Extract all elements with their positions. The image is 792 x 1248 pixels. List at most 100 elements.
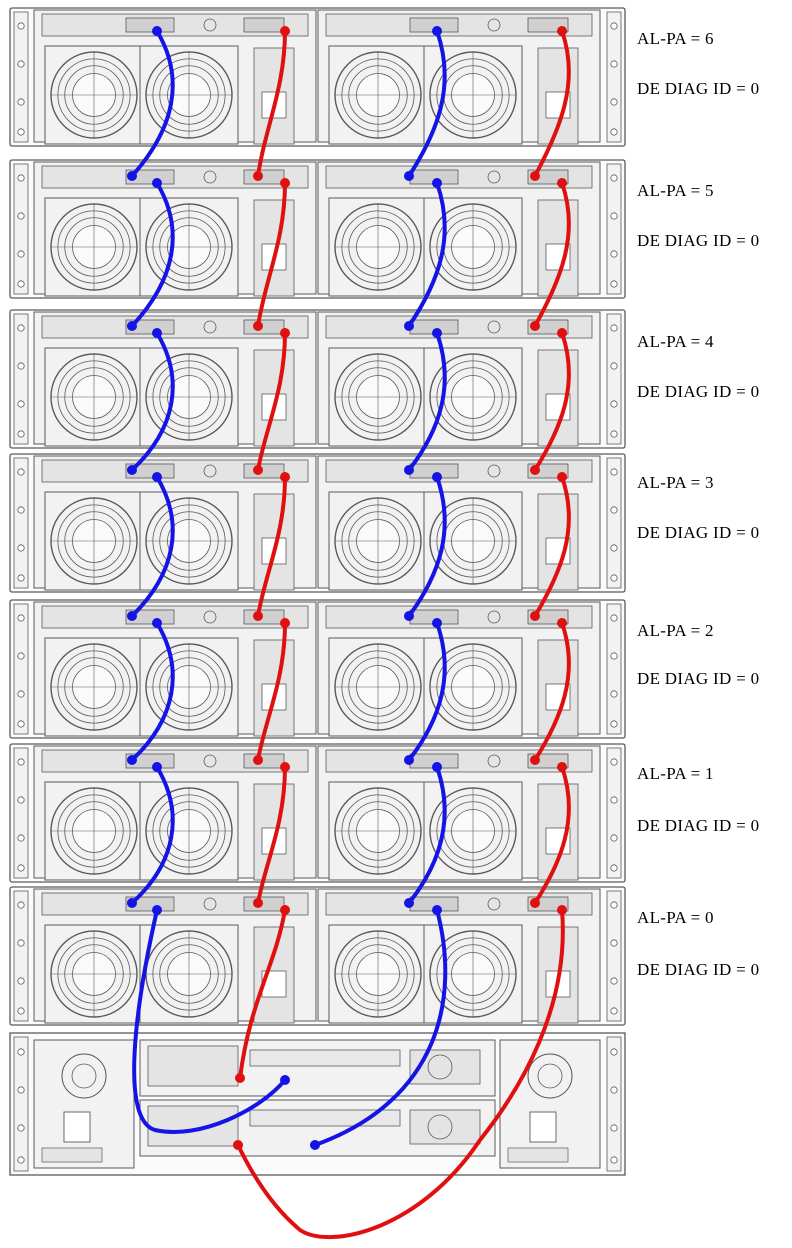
sfp-port-in (125, 17, 175, 33)
cable-end-blue (432, 26, 442, 36)
cable-end-red (280, 618, 290, 628)
sfp-port-in (125, 463, 175, 479)
cable-end-red (557, 618, 567, 628)
cable-red-to-controller-upper (238, 908, 287, 1080)
diag-id-label-3: DE DIAG ID = 0 (637, 523, 760, 542)
cable-end-red (280, 328, 290, 338)
cable-end-red (530, 171, 540, 181)
status-led-icon (203, 320, 217, 334)
status-led-icon (203, 610, 217, 624)
cable-end-red (530, 611, 540, 621)
status-led-icon (487, 610, 501, 624)
cable-end-blue (310, 1140, 320, 1150)
rack-ear-left (13, 163, 29, 295)
fan-left (44, 347, 144, 447)
rack-ear-left (13, 1036, 29, 1172)
cable-red-a-0 (256, 29, 287, 178)
sfp-port-out (243, 896, 285, 912)
sfp-port-in (125, 896, 175, 912)
cable-end-red (530, 898, 540, 908)
sfp-port-in (125, 169, 175, 185)
status-led-icon (203, 18, 217, 32)
cable-end-blue (432, 178, 442, 188)
rack-ear-left (13, 603, 29, 735)
status-led-icon (487, 754, 501, 768)
io-module-a (33, 311, 317, 447)
cable-red-to-controller-lower (236, 908, 565, 1240)
fan-right (139, 347, 239, 447)
cable-end-red (280, 762, 290, 772)
al-pa-label-6: AL-PA = 6 (637, 29, 714, 48)
io-module-b (317, 745, 601, 881)
fc-cables (127, 26, 571, 1240)
sfp-port-out (243, 169, 285, 185)
fan-right (139, 924, 239, 1024)
controller-fan-icon (427, 1114, 453, 1140)
fan-right (423, 347, 523, 447)
rack-ear-right (606, 747, 622, 879)
controller-enclosure (9, 1032, 626, 1176)
ac-inlet-icon (63, 1111, 91, 1143)
disk-enclosure-3 (9, 453, 626, 593)
fan-left (44, 197, 144, 297)
io-module-a (33, 9, 317, 145)
fan-left (44, 45, 144, 145)
cable-end-red (530, 465, 540, 475)
cable-end-red (253, 171, 263, 181)
fan-left (44, 781, 144, 881)
rack-ear-left (13, 313, 29, 445)
sfp-port-in (125, 609, 175, 625)
cable-end-red (530, 321, 540, 331)
cable-end-red (280, 178, 290, 188)
status-led-icon (487, 18, 501, 32)
cable-end-blue (432, 472, 442, 482)
cable-end-blue (127, 171, 137, 181)
al-pa-label-4: AL-PA = 4 (637, 332, 714, 351)
cable-end-blue (152, 26, 162, 36)
cable-red-b-0 (533, 29, 571, 178)
rack-ear-left (13, 890, 29, 1022)
cable-blue-b-2 (407, 331, 447, 472)
disk-enclosure-6 (9, 7, 626, 147)
cable-red-a-2 (256, 331, 287, 472)
sfp-port-in (125, 319, 175, 335)
controller-fan-icon (427, 1054, 453, 1080)
psu-fan-icon (61, 1053, 107, 1099)
cable-blue-a-1 (130, 181, 175, 328)
al-pa-label-2: AL-PA = 2 (637, 621, 714, 640)
fan-left (328, 637, 428, 737)
cable-red-a-1 (256, 181, 287, 328)
diag-id-label-0: DE DIAG ID = 0 (637, 960, 760, 979)
cable-end-blue (404, 755, 414, 765)
cable-end-blue (127, 898, 137, 908)
cable-blue-a-4 (130, 621, 175, 762)
sfp-port-out (243, 753, 285, 769)
cable-blue-b-1 (407, 181, 447, 328)
cable-end-blue (432, 328, 442, 338)
status-led-icon (203, 754, 217, 768)
al-pa-label-3: AL-PA = 3 (637, 473, 714, 492)
cable-red-b-2 (533, 331, 571, 472)
cable-end-red (557, 472, 567, 482)
fan-left (328, 197, 428, 297)
diag-id-label-6: DE DIAG ID = 0 (637, 79, 760, 98)
fan-right (139, 637, 239, 737)
al-pa-label-0: AL-PA = 0 (637, 908, 714, 927)
cable-blue-a-2 (130, 331, 175, 472)
fan-right (423, 637, 523, 737)
cable-end-red (557, 328, 567, 338)
disk-enclosure-1 (9, 743, 626, 883)
status-led-icon (487, 897, 501, 911)
cable-end-red (253, 321, 263, 331)
status-led-icon (487, 320, 501, 334)
io-module-a (33, 888, 317, 1024)
fan-right (423, 197, 523, 297)
fan-right (139, 45, 239, 145)
cable-end-blue (152, 178, 162, 188)
status-led-icon (203, 897, 217, 911)
io-module-a (33, 601, 317, 737)
rack-ear-right (606, 163, 622, 295)
cable-end-red (253, 465, 263, 475)
status-led-icon (203, 170, 217, 184)
rack-ear-left (13, 11, 29, 143)
